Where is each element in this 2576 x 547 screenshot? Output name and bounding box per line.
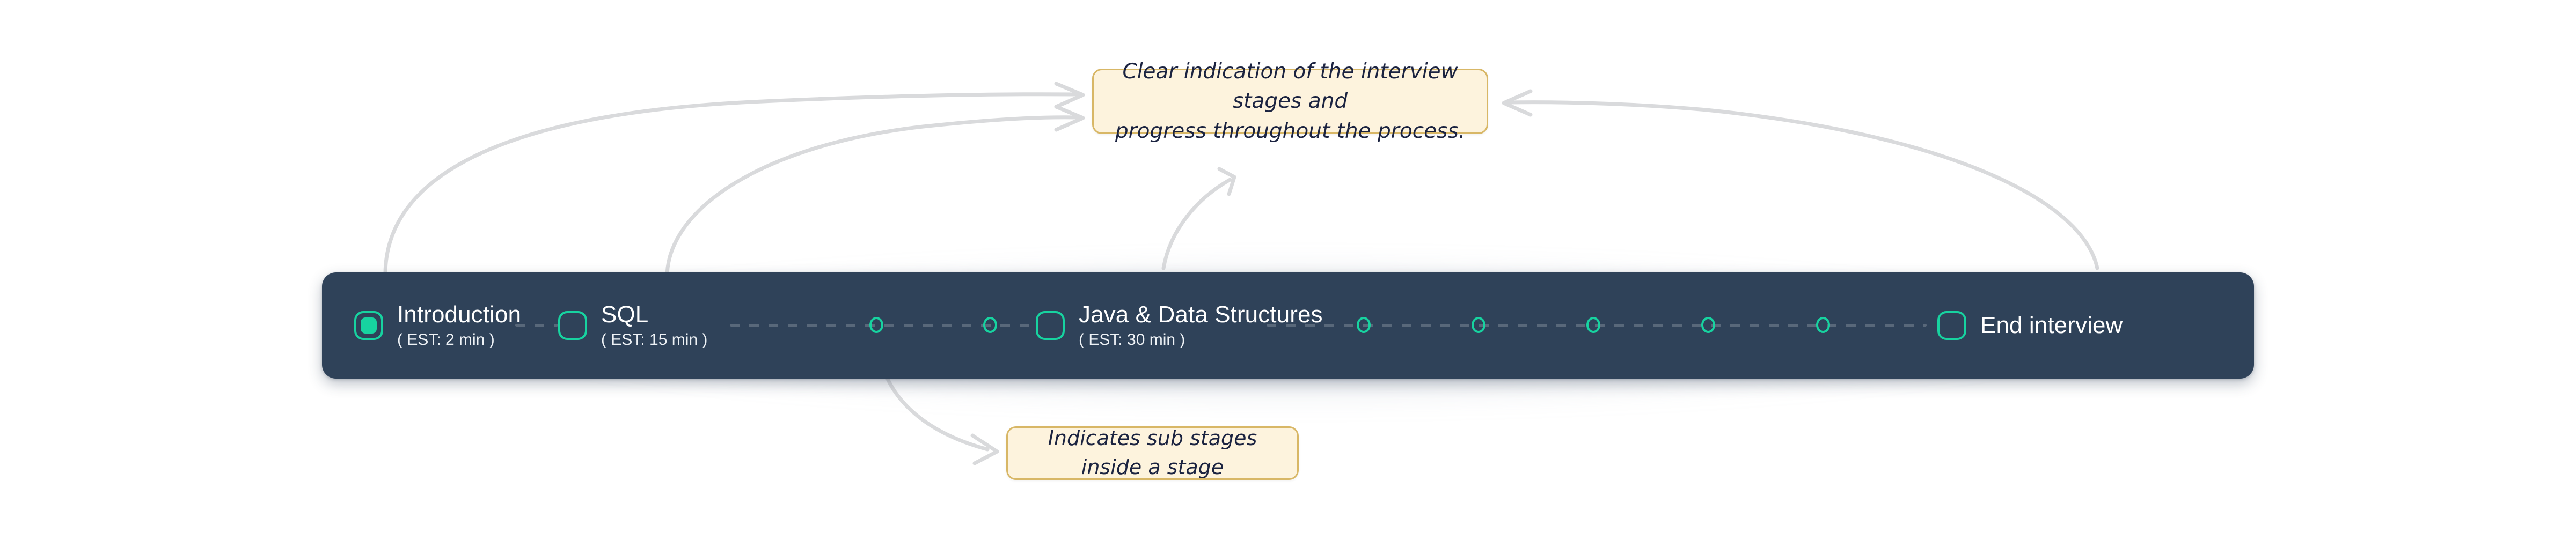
track-dash-segment <box>515 324 558 327</box>
interview-progress-bar: Introduction ( EST: 2 min ) SQL ( EST: 1… <box>322 272 2254 379</box>
rounded-square-outline-icon[interactable] <box>1937 311 1966 340</box>
rounded-square-outline-icon[interactable] <box>1036 311 1065 340</box>
arrow-intro-to-stages-note <box>383 82 1085 278</box>
rounded-square-filled-icon[interactable] <box>354 311 383 340</box>
stage-java-data-structures[interactable]: Java & Data Structures ( EST: 30 min ) <box>1036 272 1323 379</box>
substage-dot[interactable] <box>983 317 997 333</box>
stage-java-data-structures-est: ( EST: 30 min ) <box>1079 331 1185 349</box>
substage-dot[interactable] <box>869 317 883 333</box>
stage-sql-text: SQL ( EST: 15 min ) <box>601 302 707 348</box>
stage-end-interview-title: End interview <box>1980 312 2123 338</box>
rounded-square-outline-icon[interactable] <box>558 311 587 340</box>
substage-dot[interactable] <box>1816 317 1830 333</box>
callout-stages-text: Clear indication of the interview stages… <box>1110 57 1470 146</box>
callout-stages-note: Clear indication of the interview stages… <box>1092 60 1488 143</box>
callout-stages-line-2: progress throughout the process. <box>1115 119 1466 143</box>
substage-dot[interactable] <box>1472 317 1485 333</box>
substage-dot[interactable] <box>1586 317 1600 333</box>
stage-introduction-title: Introduction <box>397 301 522 328</box>
callout-substages-line-1: Indicates sub stages inside a stage <box>1048 426 1257 479</box>
callout-substages-note: Indicates sub stages inside a stage <box>1006 426 1299 480</box>
substage-dot[interactable] <box>1357 317 1371 333</box>
stage-introduction-text: Introduction ( EST: 2 min ) <box>397 302 521 348</box>
stage-introduction-est: ( EST: 2 min ) <box>397 331 495 349</box>
stage-sql[interactable]: SQL ( EST: 15 min ) <box>558 272 707 379</box>
callout-stages-line-1: Clear indication of the interview stages… <box>1122 59 1458 114</box>
checkpoint-fill <box>361 317 377 334</box>
stage-java-data-structures-text: Java & Data Structures ( EST: 30 min ) <box>1079 302 1323 348</box>
arrow-end-to-stages-note <box>1502 89 2099 270</box>
arrow-java-upward <box>1161 167 1236 270</box>
stage-end-interview-text: End interview <box>1980 313 2123 338</box>
stage-sql-title: SQL <box>601 301 649 328</box>
stage-java-data-structures-title: Java & Data Structures <box>1079 301 1323 328</box>
stage-end-interview[interactable]: End interview <box>1937 272 2123 379</box>
stage-sql-est: ( EST: 15 min ) <box>601 331 708 349</box>
substage-dot[interactable] <box>1701 317 1715 333</box>
arrow-sql-to-stages-note <box>665 105 1085 278</box>
stage-introduction[interactable]: Introduction ( EST: 2 min ) <box>354 272 521 379</box>
